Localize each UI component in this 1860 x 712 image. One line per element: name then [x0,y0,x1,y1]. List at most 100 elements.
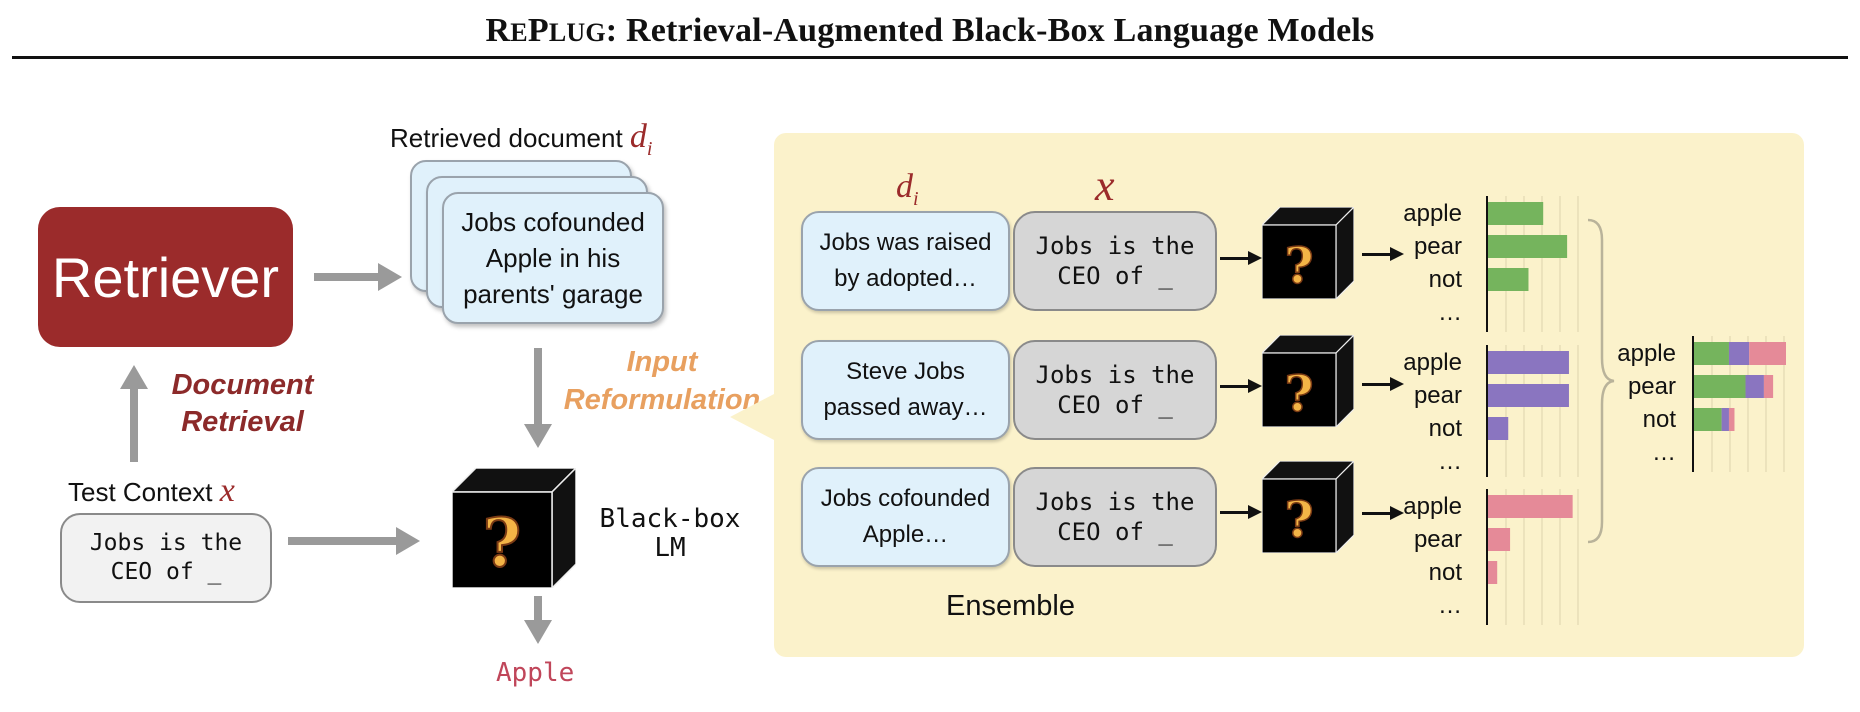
context-to-retriever-arrow [120,365,148,462]
row2-lm-icon: ? [1262,335,1354,427]
title-smallcaps-p: P [527,12,549,49]
retriever-to-doc-arrow [314,263,402,291]
row2-token-not: not [1428,415,1462,442]
figure-title: REPLUG: Retrieval-Augmented Black-Box La… [0,12,1860,50]
ensemble-prob-chart [1692,336,1786,472]
row2-doc-line2: passed away… [823,394,988,421]
title-smallcaps-r: R [485,12,511,49]
lm-to-output-arrow [524,596,552,644]
row1-token-pear: pear [1413,233,1462,260]
title-smallcaps-lug: LUG [548,18,606,47]
column-header-x: x [1095,161,1115,210]
d-symbol: d [629,118,647,155]
column-header-d: di [896,168,919,211]
x-variable: x [219,472,235,509]
row3-token-apple: apple [1403,493,1462,520]
doc-to-lm-arrow [524,348,552,448]
d-subscript: i [646,137,653,160]
test-context-text: Test Context [68,477,213,507]
row3-token-labels: apple pear not … [1392,490,1462,622]
input-reform-line1: Input [626,346,698,378]
row1-doc-line1: Jobs was raised [819,229,992,256]
bar-apple [1728,342,1750,365]
row1-context-box: Jobs is the CEO of _ [1013,211,1217,311]
row1-lm-icon: ? [1262,207,1354,299]
row1-ctx-line1: Jobs is the [1035,232,1195,260]
doc-retrieval-line2: Retrieval [181,406,304,438]
bar-pear [1745,375,1764,398]
bar-pear [1488,528,1511,551]
row1-ctx-line2: CEO of _ [1057,262,1173,290]
row2-token-ellipsis: … [1438,448,1462,475]
bar-not [1694,408,1722,431]
bar-apple [1694,342,1729,365]
row3-token-pear: pear [1413,526,1462,553]
test-context-line2: CEO of _ [110,559,222,585]
bar-pear [1694,375,1746,398]
row3-token-ellipsis: … [1438,592,1462,619]
bar-pear [1763,375,1774,398]
test-context-box: Jobs is the CEO of _ [60,513,272,603]
retrieved-document-label: Retrieved document di [390,118,652,161]
row2-arrow-to-probs [1362,377,1404,391]
svg-text:?: ? [1284,236,1313,295]
head-d-subscript: i [913,187,919,210]
row1-arrow-to-lm [1220,251,1262,265]
row2-token-labels: apple pear not … [1392,346,1462,478]
retriever-block: Retriever [38,207,293,347]
bar-pear [1488,384,1569,407]
title-smallcaps-e: E [510,18,528,47]
black-box-lm-icon: ? [452,468,576,588]
title-rest: : Retrieval-Augmented Black-Box Language… [605,12,1375,49]
row1-prob-chart [1486,196,1579,332]
row3-ctx-line2: CEO of _ [1057,518,1173,546]
black-box-lm-label: Black-box LM [590,505,750,563]
head-d-symbol: d [896,168,913,205]
row1-token-apple: apple [1403,200,1462,227]
bar-apple [1488,351,1569,374]
row3-ctx-line1: Jobs is the [1035,488,1195,516]
title-rule [12,56,1848,59]
row3-lm-icon: ? [1262,461,1354,553]
row1-token-ellipsis: … [1438,299,1462,326]
ensemble-label: Ensemble [946,590,1075,622]
bar-apple [1749,342,1786,365]
ens-token-pear: pear [1627,373,1676,400]
retrieved-doc-line3: parents' garage [463,279,643,309]
lm-label-line2: LM [654,533,686,563]
ens-token-apple: apple [1617,340,1676,367]
test-context-line1: Jobs is the [89,530,243,556]
doc-retrieval-line1: Document [171,369,314,401]
document-retrieval-label: Document Retrieval [150,367,335,441]
ens-token-ellipsis: … [1652,439,1676,466]
panel-pointer [730,393,776,441]
ensemble-token-labels: apple pear not … [1606,337,1676,469]
row3-prob-chart [1486,489,1579,625]
retrieved-doc-line1: Jobs cofounded [461,207,645,237]
input-reformulation-label: Input Reformulation [552,343,772,419]
ens-token-not: not [1642,406,1676,433]
bar-not [1488,417,1509,440]
row1-token-labels: apple pear not … [1392,197,1462,329]
row2-ctx-line1: Jobs is the [1035,361,1195,389]
row3-arrow-to-probs [1362,506,1404,520]
row2-prob-chart [1486,345,1579,477]
svg-text:?: ? [1284,490,1313,549]
bar-apple [1488,495,1573,518]
bar-pear [1488,235,1568,258]
lm-label-line1: Black-box [599,504,741,534]
retrieved-document-card: Jobs cofounded Apple in his parents' gar… [442,192,664,324]
retrieved-document-text: Retrieved document [390,123,623,153]
row2-doc-box: Steve Jobs passed away… [801,340,1010,440]
ensemble-brace [1587,218,1615,544]
d-variable: di [629,118,653,160]
row2-context-box: Jobs is the CEO of _ [1013,340,1217,440]
row3-doc-line2: Apple… [862,521,949,548]
test-context-label: Test Context x [68,472,235,510]
bar-apple [1488,202,1544,225]
svg-text:?: ? [1284,364,1313,423]
row3-token-not: not [1428,559,1462,586]
row3-doc-line1: Jobs cofounded [820,485,991,512]
row2-token-apple: apple [1403,349,1462,376]
row2-arrow-to-lm [1220,379,1262,393]
